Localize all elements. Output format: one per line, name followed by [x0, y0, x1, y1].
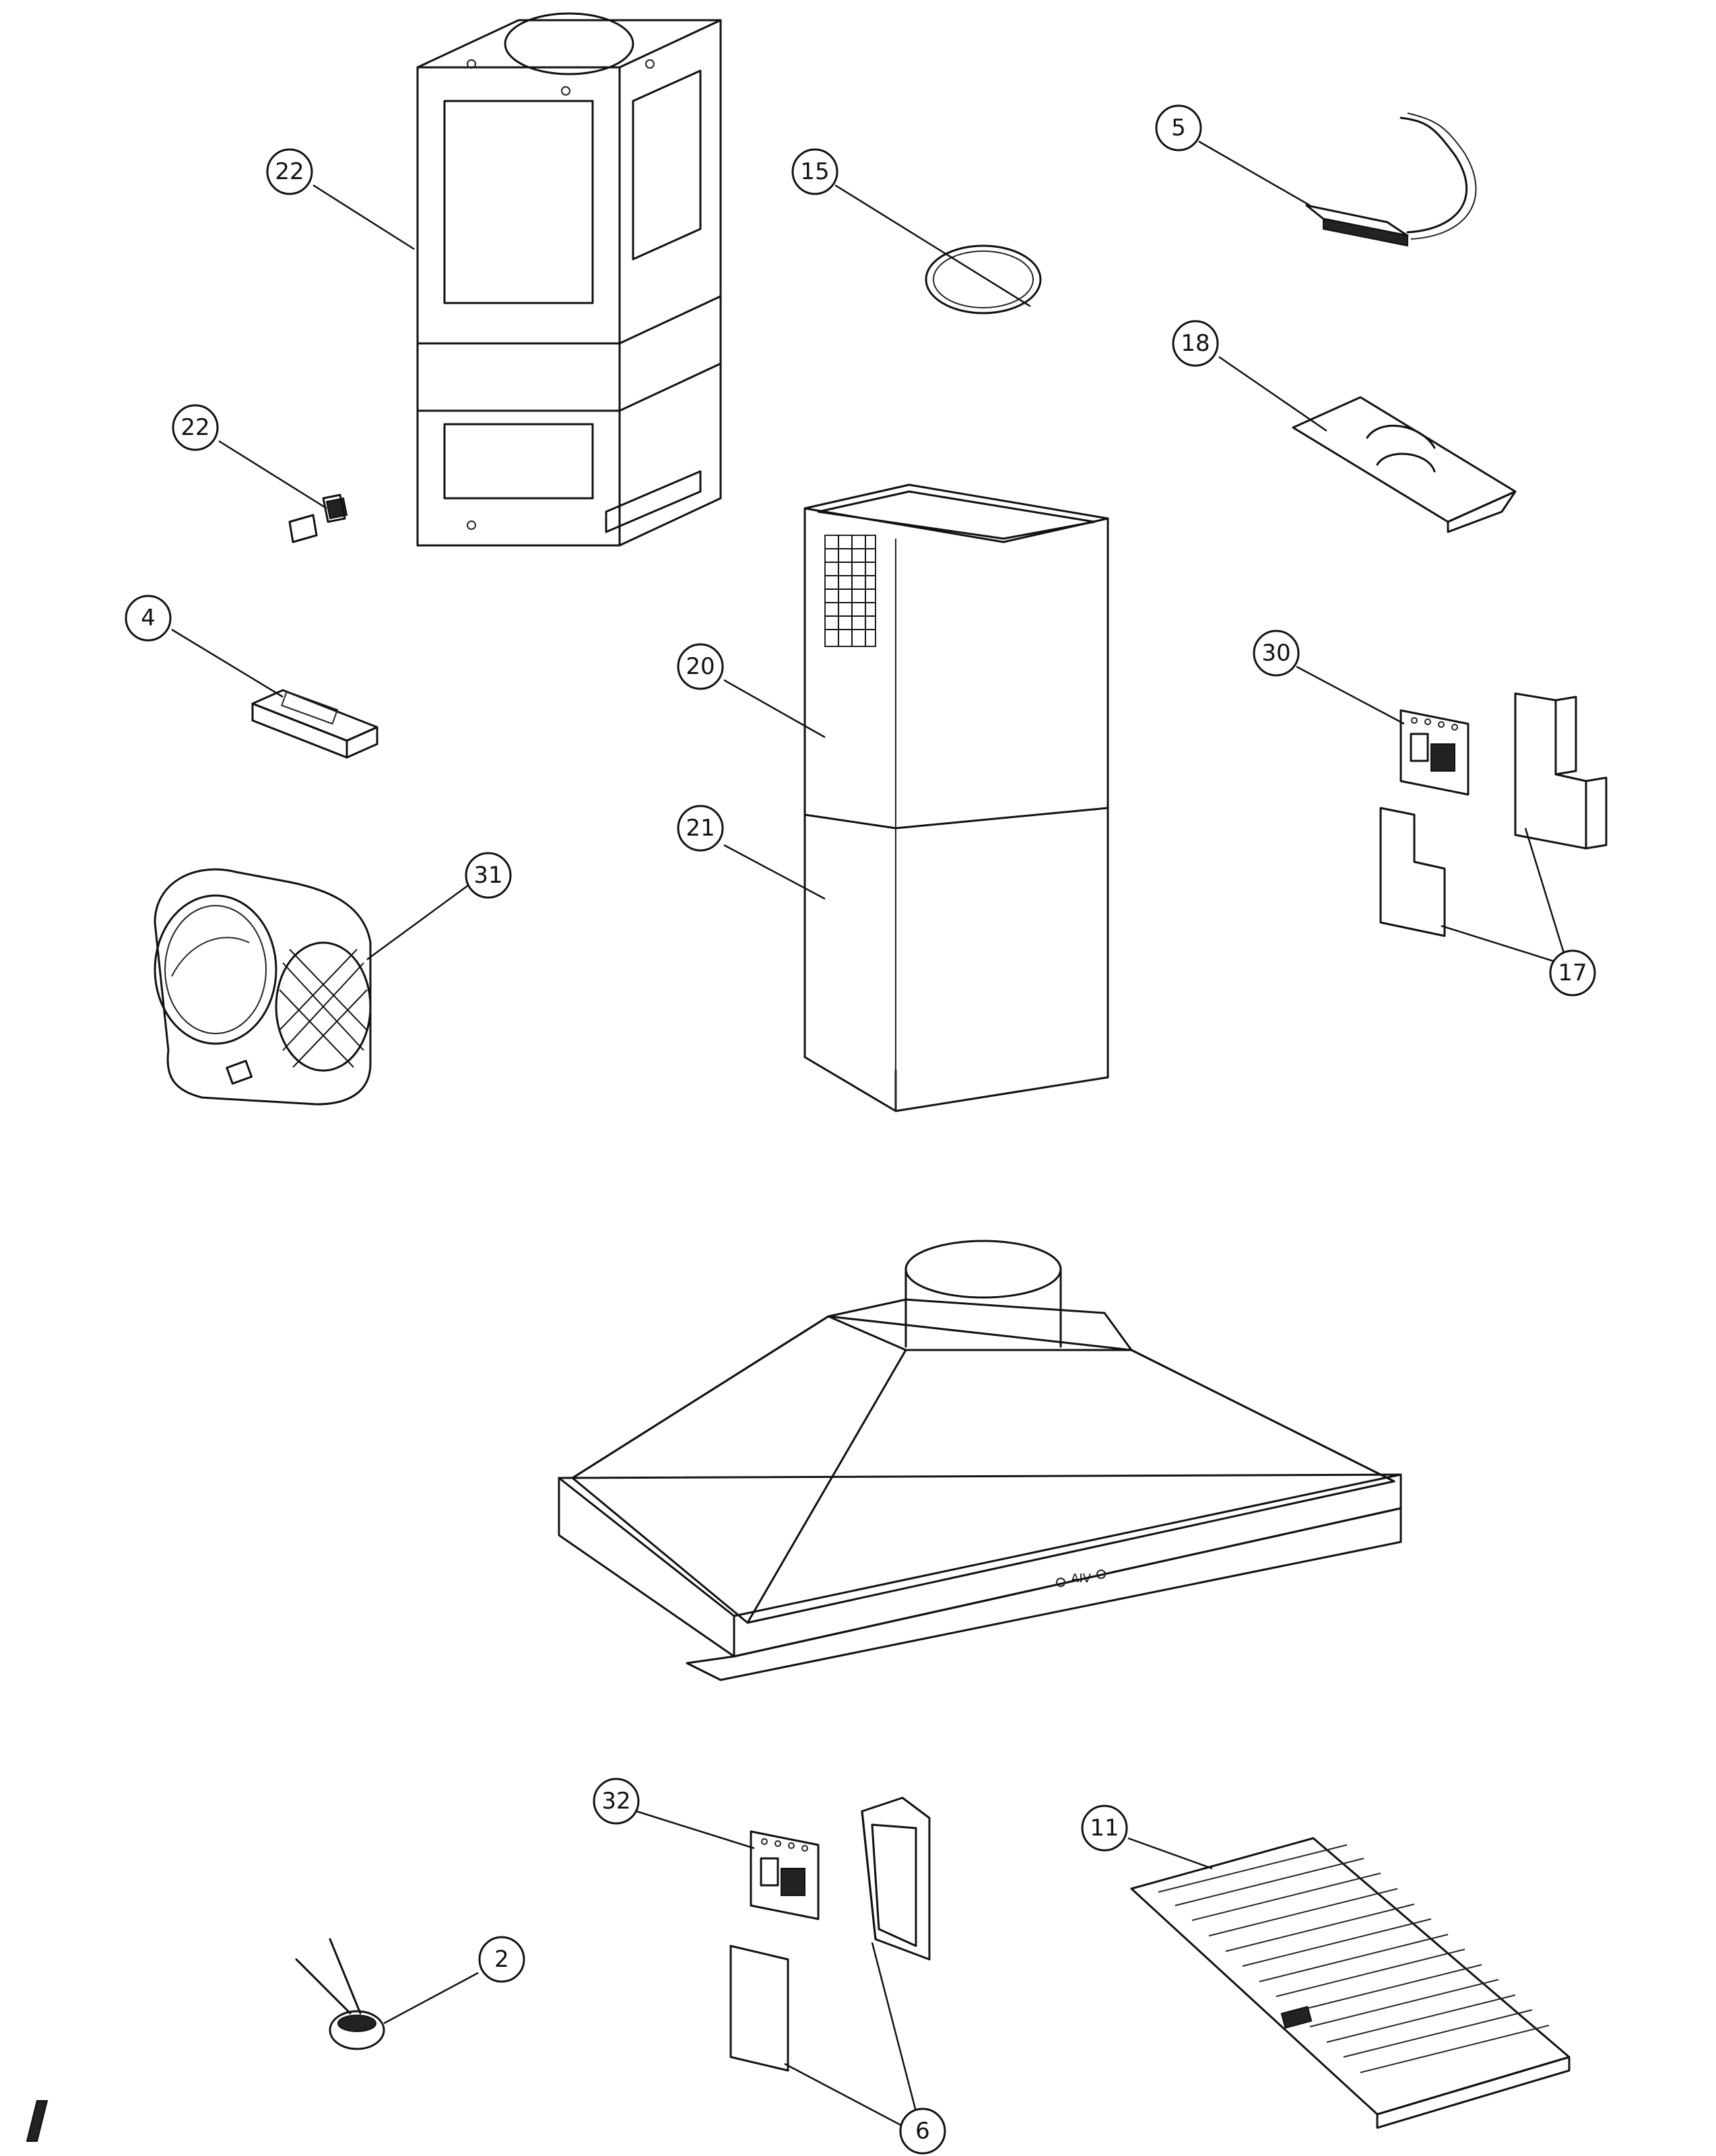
callout-18-plate: 18: [1172, 320, 1219, 367]
callout-5-switch: 5: [1155, 104, 1202, 151]
svg-text:5: 5: [1171, 114, 1186, 141]
part-frame-bracket: [416, 12, 722, 547]
vent-grille: [824, 535, 876, 647]
svg-text:31: 31: [473, 862, 502, 889]
svg-text:20: 20: [686, 653, 715, 680]
svg-text:21: 21: [686, 815, 715, 842]
part-grease-filter: [1130, 1837, 1571, 2129]
part-lamp: [295, 1938, 385, 2050]
callout-15-gasket: 15: [791, 148, 838, 195]
switch-label: AIV: [1071, 1572, 1092, 1586]
filter-slots: [1158, 1844, 1550, 2073]
callout-4-transformer: 4: [125, 595, 172, 642]
svg-text:30: 30: [1261, 640, 1290, 667]
callout-30-board: 30: [1253, 630, 1300, 677]
callout-31-blower: 31: [465, 852, 512, 899]
callout-20-upper-cover: 20: [677, 643, 724, 690]
part-blower-motor: [154, 868, 372, 1106]
part-board-box-lower: [729, 1796, 931, 2072]
corner-mark: [26, 2100, 48, 2142]
svg-text:17: 17: [1558, 959, 1587, 986]
svg-text:18: 18: [1181, 330, 1210, 357]
svg-text:15: 15: [800, 158, 829, 185]
part-small-clips: [288, 494, 348, 543]
callout-32-board: 32: [593, 1778, 640, 1825]
part-chimney-covers: [803, 483, 1109, 1112]
callout-2-lamp: 2: [478, 1936, 525, 1983]
part-transformer: [251, 689, 378, 759]
callout-22-clips: 22: [172, 404, 219, 451]
callout-21-lower-cover: 21: [677, 805, 724, 852]
callout-22-frame: 22: [266, 148, 313, 195]
svg-text:22: 22: [180, 414, 209, 441]
leader-lines: [171, 140, 1567, 2129]
svg-text:2: 2: [494, 1946, 509, 1973]
svg-text:22: 22: [275, 158, 304, 185]
part-control-board-lower: [750, 1830, 820, 1920]
svg-text:32: 32: [601, 1788, 630, 1815]
part-control-board-upper: [1399, 709, 1470, 796]
part-hood-canopy: AIV: [558, 1240, 1402, 1681]
callout-11-filter: 11: [1081, 1805, 1128, 1852]
part-mounting-plate: [1292, 396, 1517, 533]
part-board-box-cover: [1379, 692, 1608, 937]
callout-6-box: 6: [899, 2108, 946, 2155]
svg-text:6: 6: [915, 2118, 930, 2145]
part-switch-cable: [1305, 112, 1477, 247]
svg-text:4: 4: [141, 605, 156, 632]
fan-mesh: [279, 949, 368, 1068]
svg-text:11: 11: [1090, 1815, 1119, 1842]
callout-17-box: 17: [1549, 949, 1596, 997]
part-gasket-ring: [925, 244, 1042, 314]
